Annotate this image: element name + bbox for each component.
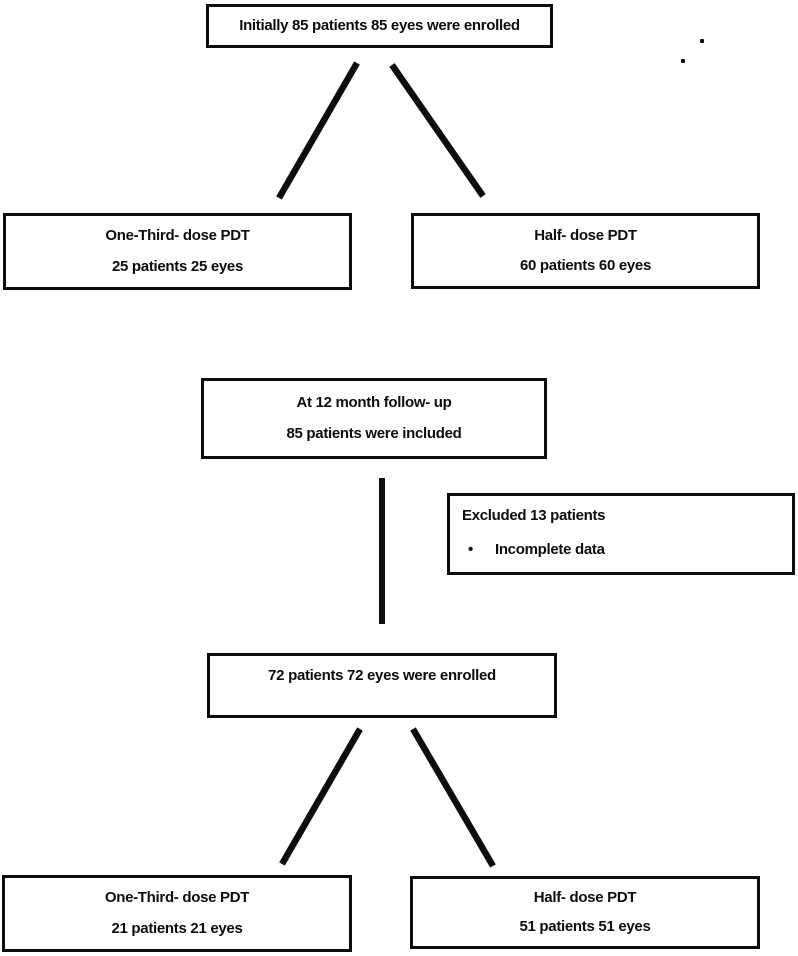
ink-speck — [681, 59, 685, 63]
one-third-dose-initial-box: One-Third- dose PDT 25 patients 25 eyes — [3, 213, 352, 290]
one-third-dose-initial-count: 25 patients 25 eyes — [111, 257, 244, 275]
excluded-box: Excluded 13 patients • Incomplete data — [447, 493, 795, 575]
connector-included-to-one-third — [279, 727, 363, 866]
connector-initial-to-one-third — [276, 61, 360, 200]
excluded-title: Excluded 13 patients — [462, 507, 606, 524]
one-third-dose-final-box: One-Third- dose PDT 21 patients 21 eyes — [2, 875, 352, 952]
bullet-icon: • — [468, 541, 473, 558]
half-dose-final-box: Half- dose PDT 51 patients 51 eyes — [410, 876, 760, 949]
half-dose-final-count: 51 patients 51 eyes — [519, 918, 651, 935]
half-dose-final-title: Half- dose PDT — [533, 889, 637, 906]
included-box: 72 patients 72 eyes were enrolled — [207, 653, 557, 718]
excluded-bullet-item: • Incomplete data — [468, 540, 605, 560]
initial-enrollment-box: Initially 85 patients 85 eyes were enrol… — [206, 4, 553, 48]
one-third-dose-final-count: 21 patients 21 eyes — [111, 919, 243, 937]
connector-initial-to-half — [389, 63, 486, 198]
connector-included-to-half — [410, 727, 496, 868]
one-third-dose-final-title: One-Third- dose PDT — [104, 889, 250, 907]
one-third-dose-initial-title: One-Third- dose PDT — [105, 227, 250, 245]
followup-box: At 12 month follow- up 85 patients were … — [201, 378, 547, 459]
included-text: 72 patients 72 eyes were enrolled — [268, 667, 496, 684]
followup-line2: 85 patients were included — [286, 425, 462, 443]
half-dose-initial-title: Half- dose PDT — [534, 227, 637, 244]
ink-speck — [700, 39, 704, 43]
initial-enrollment-text: Initially 85 patients 85 eyes were enrol… — [239, 17, 520, 34]
half-dose-initial-count: 60 patients 60 eyes — [519, 257, 652, 274]
followup-line1: At 12 month follow- up — [296, 393, 452, 411]
half-dose-initial-box: Half- dose PDT 60 patients 60 eyes — [411, 213, 760, 289]
excluded-bullet-text: Incomplete data — [494, 541, 605, 558]
